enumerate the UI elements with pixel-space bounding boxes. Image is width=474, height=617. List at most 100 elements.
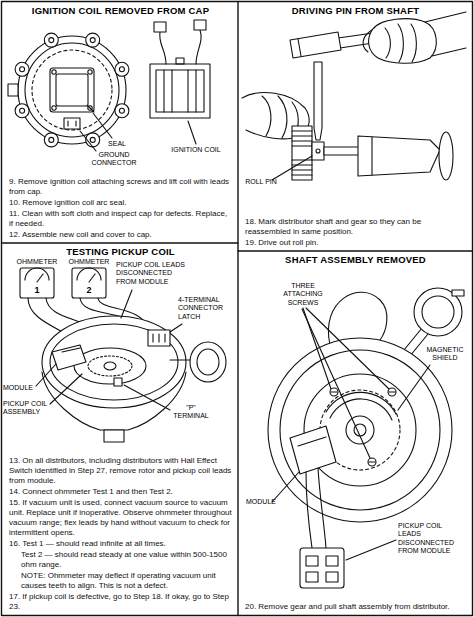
distributor-shaft xyxy=(292,164,312,165)
panel-heading: TESTING PICKUP COIL xyxy=(9,246,232,257)
leader-line xyxy=(121,290,132,318)
callout-number: 2 xyxy=(82,285,96,296)
leader-line xyxy=(170,324,182,332)
distributor-cap xyxy=(88,70,92,74)
pickup-coil-leads xyxy=(300,548,344,588)
step-text: Test 2 — should read steady at one value… xyxy=(9,550,232,570)
ignition-coil xyxy=(195,70,196,112)
ohmmeter xyxy=(20,268,54,298)
distributor-housing xyxy=(368,458,376,466)
distributor-shaft xyxy=(292,174,312,175)
distributor-cap xyxy=(49,137,54,142)
vacuum-unit xyxy=(404,288,464,356)
distributor xyxy=(114,378,122,386)
distributor-shaft xyxy=(316,149,320,153)
step-text: 10. Remove ignition coil arc seal. xyxy=(9,198,232,208)
vacuum-unit xyxy=(452,290,464,296)
distributor-cap xyxy=(49,38,54,43)
hammer xyxy=(298,39,301,56)
leader-line xyxy=(93,113,112,138)
step-text: 15. If vacuum unit is used, connect vacu… xyxy=(9,498,232,538)
distributor-housing xyxy=(328,292,387,345)
ohmmeter xyxy=(77,268,101,280)
distributor-cap xyxy=(119,67,124,72)
distributor-shaft xyxy=(324,147,360,155)
distributor-housing xyxy=(331,391,337,392)
distributor-cap xyxy=(64,118,80,129)
leader-line xyxy=(124,385,170,410)
leader-line xyxy=(36,290,182,410)
distributor xyxy=(197,349,219,375)
step-text: 14. Connect ohmmeter Test 1 and then Tes… xyxy=(9,487,232,497)
part-label: PICKUP COIL LEADS DISCONNECTED FROM MODU… xyxy=(398,522,462,556)
distributor-housing xyxy=(280,350,440,510)
distributor xyxy=(50,324,178,400)
distributor-cap xyxy=(8,33,129,147)
leader-line xyxy=(306,308,389,389)
pickup-coil-leads xyxy=(306,572,318,582)
part-label: OHMMETER xyxy=(66,258,112,266)
distributor-shaft xyxy=(312,142,324,160)
distributor-cap xyxy=(88,106,94,112)
hand xyxy=(411,24,416,62)
panel-heading: IGNITION COIL REMOVED FROM CAP xyxy=(9,5,232,16)
ignition-coil xyxy=(171,70,172,112)
pickup-coil-leads xyxy=(326,556,338,566)
leader-line xyxy=(272,156,312,180)
panel-frame xyxy=(238,250,473,251)
part-label: PICKUP COIL ASSEMBLY xyxy=(3,400,57,417)
leader-line xyxy=(272,472,299,502)
distributor-shaft xyxy=(371,137,372,175)
hand xyxy=(385,28,390,58)
distributor-cap xyxy=(75,121,76,126)
distributor xyxy=(104,362,116,370)
step-text: 19. Drive out roll pin. xyxy=(245,238,466,248)
distributor xyxy=(148,330,170,346)
leader-line xyxy=(80,131,96,151)
distributor xyxy=(158,334,159,342)
ignition-coil xyxy=(187,70,188,112)
distributor-cap xyxy=(119,108,124,113)
part-label: MODULE xyxy=(3,384,37,392)
distributor xyxy=(152,334,153,342)
hand xyxy=(425,12,466,22)
part-label: GROUND CONNECTOR xyxy=(86,151,142,168)
step-text: 18. Mark distributor shaft and gear so t… xyxy=(245,217,466,237)
hand xyxy=(363,12,466,63)
distributor xyxy=(42,316,226,442)
step-text: 9. Remove ignition coil attaching screws… xyxy=(9,177,232,197)
distributor-shaft xyxy=(292,126,312,180)
distributor-cap xyxy=(67,121,68,126)
punch xyxy=(314,62,322,140)
distributor xyxy=(104,430,124,442)
distributor-cap xyxy=(25,43,119,137)
distributor-cap xyxy=(50,68,94,112)
ignition-coil xyxy=(160,32,166,64)
leader-line xyxy=(36,364,56,386)
distributor-housing xyxy=(290,426,336,474)
leader-line xyxy=(346,540,396,560)
ignition-coil xyxy=(154,22,166,32)
distributor xyxy=(88,356,132,376)
punch xyxy=(314,62,322,140)
distributor-cap xyxy=(44,33,58,47)
pickup-coil-leads xyxy=(306,556,318,566)
distributor-shaft xyxy=(292,126,453,180)
ignition-coil xyxy=(150,64,210,118)
pickup-coil-leads xyxy=(326,572,338,582)
ignition-coil xyxy=(194,20,206,30)
step-text: NOTE: Ohmmeter may deflect if operating … xyxy=(9,571,232,591)
distributor-housing xyxy=(298,437,326,446)
distributor-shaft xyxy=(292,159,312,160)
step-text: 12. Assemble new coil and cover to cap. xyxy=(9,230,232,240)
panel-box: SHAFT ASSEMBLY REMOVED20. Remove gear an… xyxy=(238,251,472,615)
hand xyxy=(262,96,271,136)
hand xyxy=(369,19,437,64)
pickup-coil-leads xyxy=(318,468,326,548)
part-label: PICKUP COIL LEADS DISCONNECTED FROM MODU… xyxy=(116,261,194,286)
distributor-shaft xyxy=(292,130,312,131)
step-text: 20. Remove gear and pull shaft assembly … xyxy=(245,602,466,612)
distributor xyxy=(74,348,146,384)
